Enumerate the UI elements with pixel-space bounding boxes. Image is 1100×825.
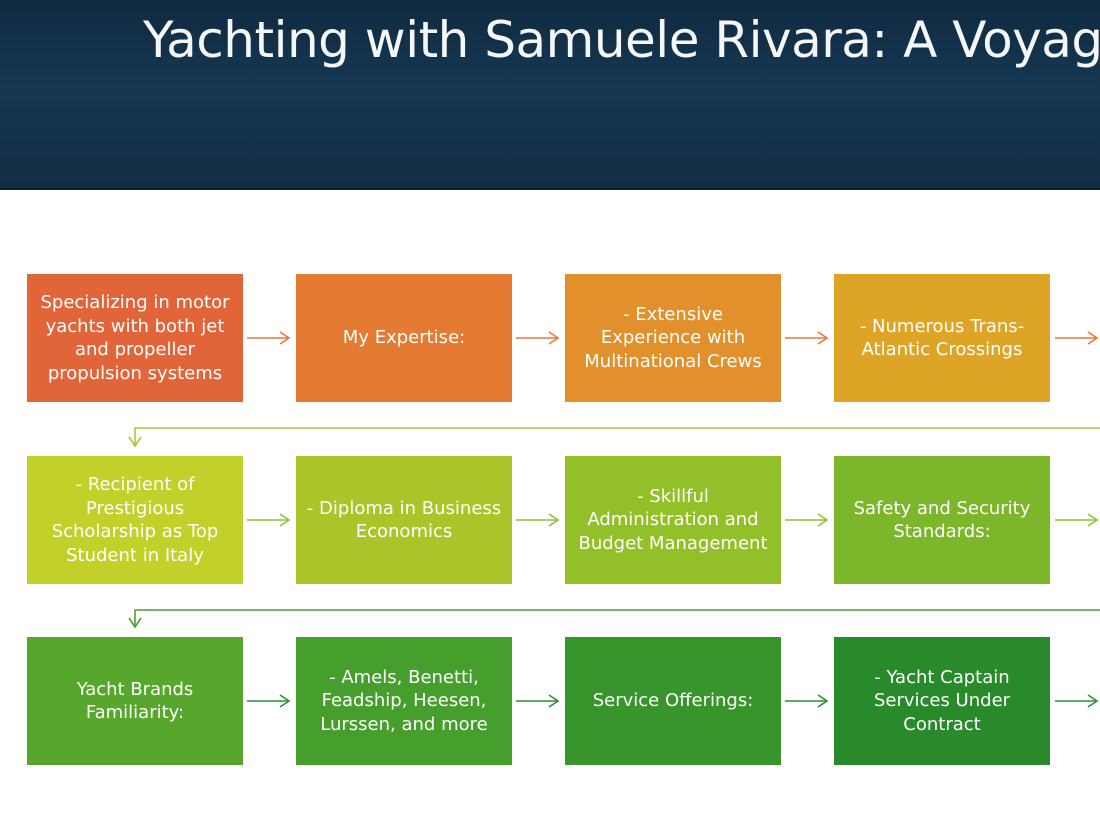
step-arrow-continue xyxy=(1055,694,1099,708)
arrow-head xyxy=(279,331,291,345)
arrow-head xyxy=(548,331,560,345)
flow-step-box: - Skillful Administration and Budget Man… xyxy=(565,456,781,584)
step-arrow xyxy=(785,331,829,345)
arrow-head xyxy=(1087,694,1099,708)
arrow-head xyxy=(817,694,829,708)
arrow-head xyxy=(1087,513,1099,527)
flow-step-box: Safety and Security Standards: xyxy=(834,456,1050,584)
arrow-head xyxy=(279,513,291,527)
arrow-head xyxy=(548,694,560,708)
flow-step-box: Service Offerings: xyxy=(565,637,781,765)
step-arrow-continue xyxy=(1055,331,1099,345)
wrap-line xyxy=(134,427,1100,445)
flow-step-box: - Yacht Captain Services Under Contract xyxy=(834,637,1050,765)
flow-step-box: Specializing in motor yachts with both j… xyxy=(27,274,243,402)
flow-step-box: Yacht Brands Familiarity: xyxy=(27,637,243,765)
flow-step-box: - Diploma in Business Economics xyxy=(296,456,512,584)
flow-step-box: My Expertise: xyxy=(296,274,512,402)
row-wrap-connector xyxy=(128,609,1100,629)
arrow-head xyxy=(279,694,291,708)
step-arrow xyxy=(516,331,560,345)
arrow-head xyxy=(817,331,829,345)
step-arrow xyxy=(247,331,291,345)
title-banner: Yachting with Samuele Rivara: A Voyage o… xyxy=(0,0,1100,190)
flow-step-box: - Amels, Benetti, Feadship, Heesen, Lurs… xyxy=(296,637,512,765)
arrow-head xyxy=(128,436,142,448)
step-arrow-continue xyxy=(1055,513,1099,527)
step-arrow xyxy=(785,694,829,708)
page-title: Yachting with Samuele Rivara: A Voyage o… xyxy=(143,11,1100,69)
arrow-head xyxy=(1087,331,1099,345)
flow-step-box: - Recipient of Prestigious Scholarship a… xyxy=(27,456,243,584)
step-arrow xyxy=(247,513,291,527)
step-arrow xyxy=(785,513,829,527)
flow-step-box: - Numerous Trans-Atlantic Crossings xyxy=(834,274,1050,402)
step-arrow xyxy=(247,694,291,708)
step-arrow xyxy=(516,513,560,527)
arrow-head xyxy=(128,617,142,629)
arrow-head xyxy=(548,513,560,527)
flow-step-box: - Extensive Experience with Multinationa… xyxy=(565,274,781,402)
row-wrap-connector xyxy=(128,427,1100,448)
arrow-head xyxy=(817,513,829,527)
step-arrow xyxy=(516,694,560,708)
wrap-line xyxy=(134,609,1100,626)
